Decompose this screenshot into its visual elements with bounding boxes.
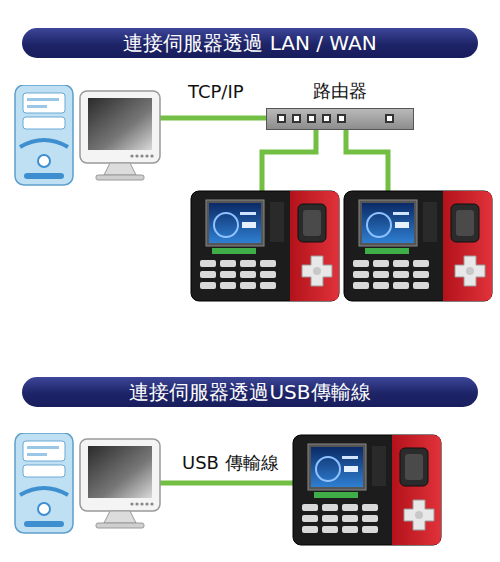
router: 路由器 — [266, 80, 414, 130]
router-port — [337, 114, 346, 123]
section-title: 連接伺服器透過 LAN / WAN — [107, 31, 392, 55]
section-title: 連接伺服器透過USB傳輸線 — [113, 380, 386, 404]
fingerprint-terminal — [293, 435, 441, 545]
router-port — [292, 114, 301, 123]
tcpip-cable — [158, 116, 272, 121]
cable-label: USB 傳輸線 — [182, 452, 279, 474]
router-port — [307, 114, 316, 123]
router-port — [385, 114, 394, 123]
section-band: 連接伺服器透過 LAN / WAN — [22, 28, 478, 58]
cable-label: TCP/IP — [188, 81, 244, 103]
server-computer — [15, 85, 160, 185]
section-band: 連接伺服器透過USB傳輸線 — [22, 377, 478, 407]
router-port — [277, 114, 286, 123]
usb-cable — [158, 481, 296, 486]
router-body — [266, 108, 414, 130]
router-port — [322, 114, 331, 123]
fingerprint-terminal — [344, 191, 492, 301]
lan-cable — [346, 130, 388, 192]
fingerprint-terminal — [191, 191, 339, 301]
server-computer — [15, 433, 160, 533]
router-label: 路由器 — [266, 80, 414, 102]
lan-cable — [262, 130, 316, 192]
